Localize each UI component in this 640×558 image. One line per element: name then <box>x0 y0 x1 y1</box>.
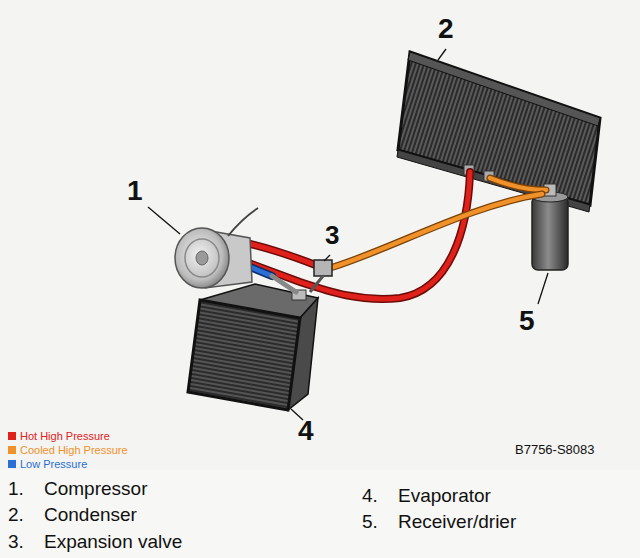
callout-number: 2 <box>438 14 454 45</box>
legend-swatch <box>8 460 16 468</box>
callout-number: 3 <box>325 221 339 250</box>
legend-text: Low Pressure <box>20 458 87 470</box>
list-number: 2. <box>8 505 24 526</box>
condenser-drawing <box>397 52 600 212</box>
legend-text: Hot High Pressure <box>20 430 110 442</box>
leader-lines <box>148 49 548 420</box>
list-number: 5. <box>362 512 378 533</box>
legend-text: Cooled High Pressure <box>20 444 128 456</box>
list-number: 4. <box>362 486 378 507</box>
part-name: Receiver/drier <box>398 512 516 533</box>
part-name: Evaporator <box>398 486 491 507</box>
list-number: 1. <box>8 479 24 500</box>
refrigerant-hoses <box>232 172 546 299</box>
callout-number: 1 <box>127 176 143 207</box>
part-name: Condenser <box>44 505 137 526</box>
legend-swatch <box>8 432 16 440</box>
legend-swatch <box>8 446 16 454</box>
figure-code: B7756-S8083 <box>515 443 595 457</box>
callout-number: 4 <box>298 416 314 447</box>
legend-row: Hot High Pressure <box>8 430 110 442</box>
expansion-valve-drawing <box>310 260 332 292</box>
legend-row: Low Pressure <box>8 458 87 470</box>
list-number: 3. <box>8 532 24 553</box>
part-name: Compressor <box>44 479 147 500</box>
part-name: Expansion valve <box>44 532 182 553</box>
compressor-drawing <box>175 208 258 288</box>
callout-number: 5 <box>519 306 535 337</box>
evaporator-drawing <box>188 284 318 410</box>
page-ground <box>0 470 640 558</box>
legend-row: Cooled High Pressure <box>8 444 128 456</box>
